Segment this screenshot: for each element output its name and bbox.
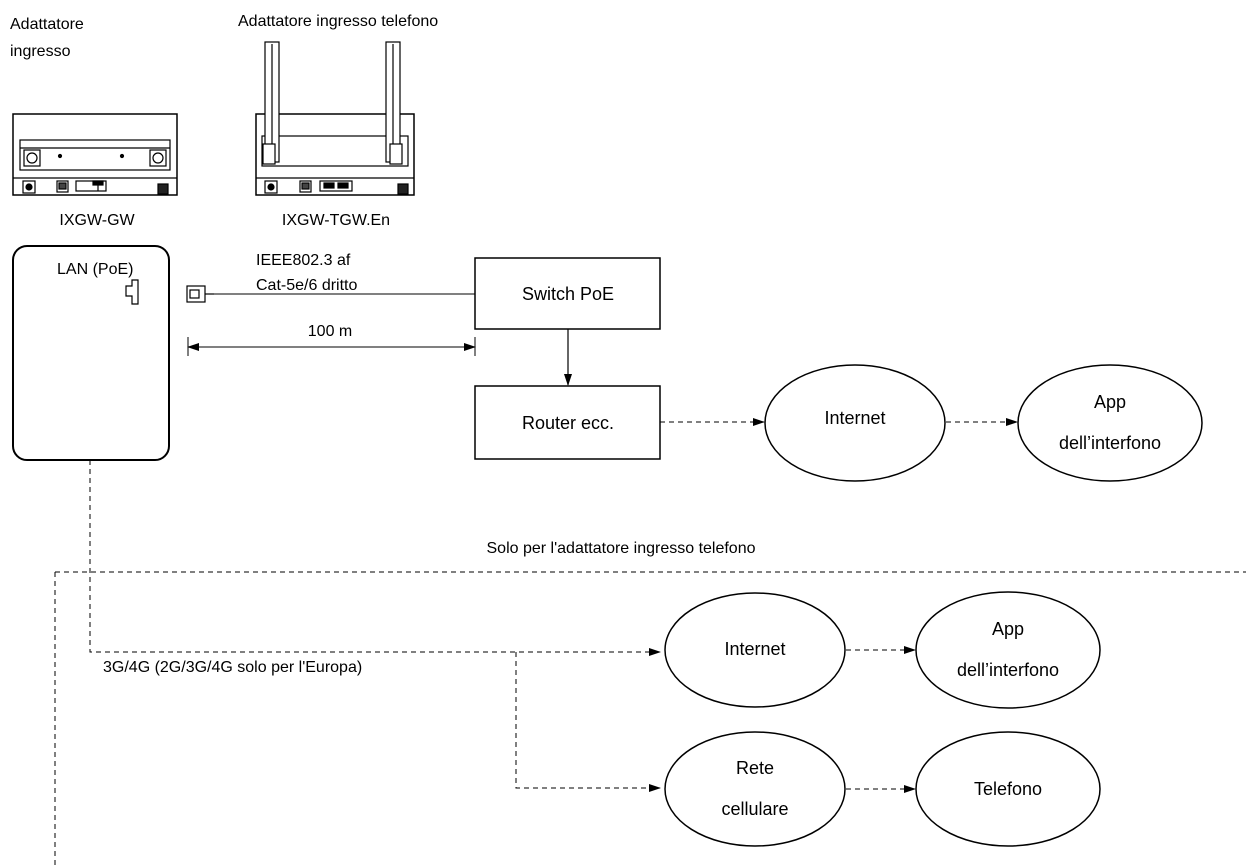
cellular-link-line: [89, 460, 661, 656]
tgw-model: IXGW-TGW.En: [281, 212, 391, 229]
cellular-connection-label: 3G/4G (2G/3G/4G solo per l'Europa): [103, 659, 363, 676]
cellular-branch-line: [515, 652, 661, 792]
switch-label: Switch PoE: [521, 284, 615, 304]
phone-label: Telefono: [973, 779, 1043, 799]
gw-title: Adattatore ingresso: [10, 16, 84, 60]
app-label-2: App dell’interfono: [956, 619, 1060, 680]
cellular-ellipse: [664, 731, 846, 847]
internet-ellipse-2: [664, 592, 846, 708]
internet-ellipse-1: [764, 364, 946, 482]
app-label-1: App dell’interfono: [1058, 392, 1162, 453]
cable-spec: IEEE802.3 af Cat-5e/6 dritto: [256, 252, 358, 294]
tgw-only-note: Solo per l'adattatore ingresso telefono: [486, 540, 756, 557]
tgw-title: Adattatore ingresso telefono: [238, 13, 439, 30]
internet-label-2: Internet: [724, 639, 786, 659]
gw-model: IXGW-GW: [59, 212, 135, 229]
lan-port-label: LAN (PoE): [57, 261, 134, 278]
ixgw-tgw-device-illustration: [255, 41, 415, 196]
internet-label-1: Internet: [824, 408, 886, 428]
app-ellipse-2: [915, 591, 1101, 709]
phone-ellipse: [915, 731, 1101, 847]
cellular-label: Rete cellulare: [721, 758, 789, 819]
rj45-plug-icon: [186, 285, 214, 303]
adapter-body: [12, 245, 170, 461]
router-label: Router ecc.: [521, 413, 615, 433]
ixgw-gw-device-illustration: [12, 113, 178, 196]
app-ellipse-1: [1017, 364, 1203, 482]
router-box: [474, 385, 661, 460]
distance-dimension: [187, 337, 476, 356]
distance-label: 100 m: [307, 323, 353, 340]
switch-box: [474, 257, 661, 330]
lan-port-icon: [125, 279, 139, 305]
